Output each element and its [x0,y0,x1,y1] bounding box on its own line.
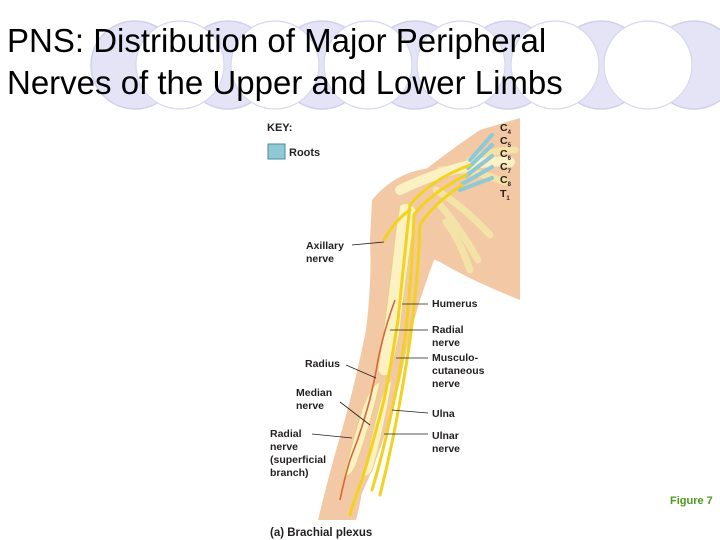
decorative-circles [90,20,720,110]
key-heading: KEY: [267,122,292,134]
key-roots-label: Roots [289,147,320,159]
figure-caption: (a) Brachial plexus [270,527,372,539]
root-label: C8 [500,174,512,188]
slide-title: PNS: Distribution of Major Peripheral Ne… [7,20,707,104]
nerve-roots [458,133,494,192]
slide-title-line-2: Nerves of the Upper and Lower Limbs [7,64,563,101]
slide-title-line-1: PNS: Distribution of Major Peripheral [7,22,547,59]
hand [326,490,362,520]
label-radius: Radius [305,358,340,370]
figure-reference: Figure 7 [670,495,713,507]
label-ulna: Ulna [432,408,455,420]
root-label: T1 [500,188,510,202]
root-label: C6 [500,148,512,162]
leader-lines [311,241,429,439]
root-label: C5 [500,135,512,149]
key-roots-swatch [267,143,286,160]
label-humerus: Humerus [432,298,478,310]
root-label: C4 [500,122,512,136]
root-labels: C4 C5 C6 C7 C8 T1 [500,122,512,202]
root-label: C7 [500,161,512,175]
radial-nerve-red [339,299,396,501]
